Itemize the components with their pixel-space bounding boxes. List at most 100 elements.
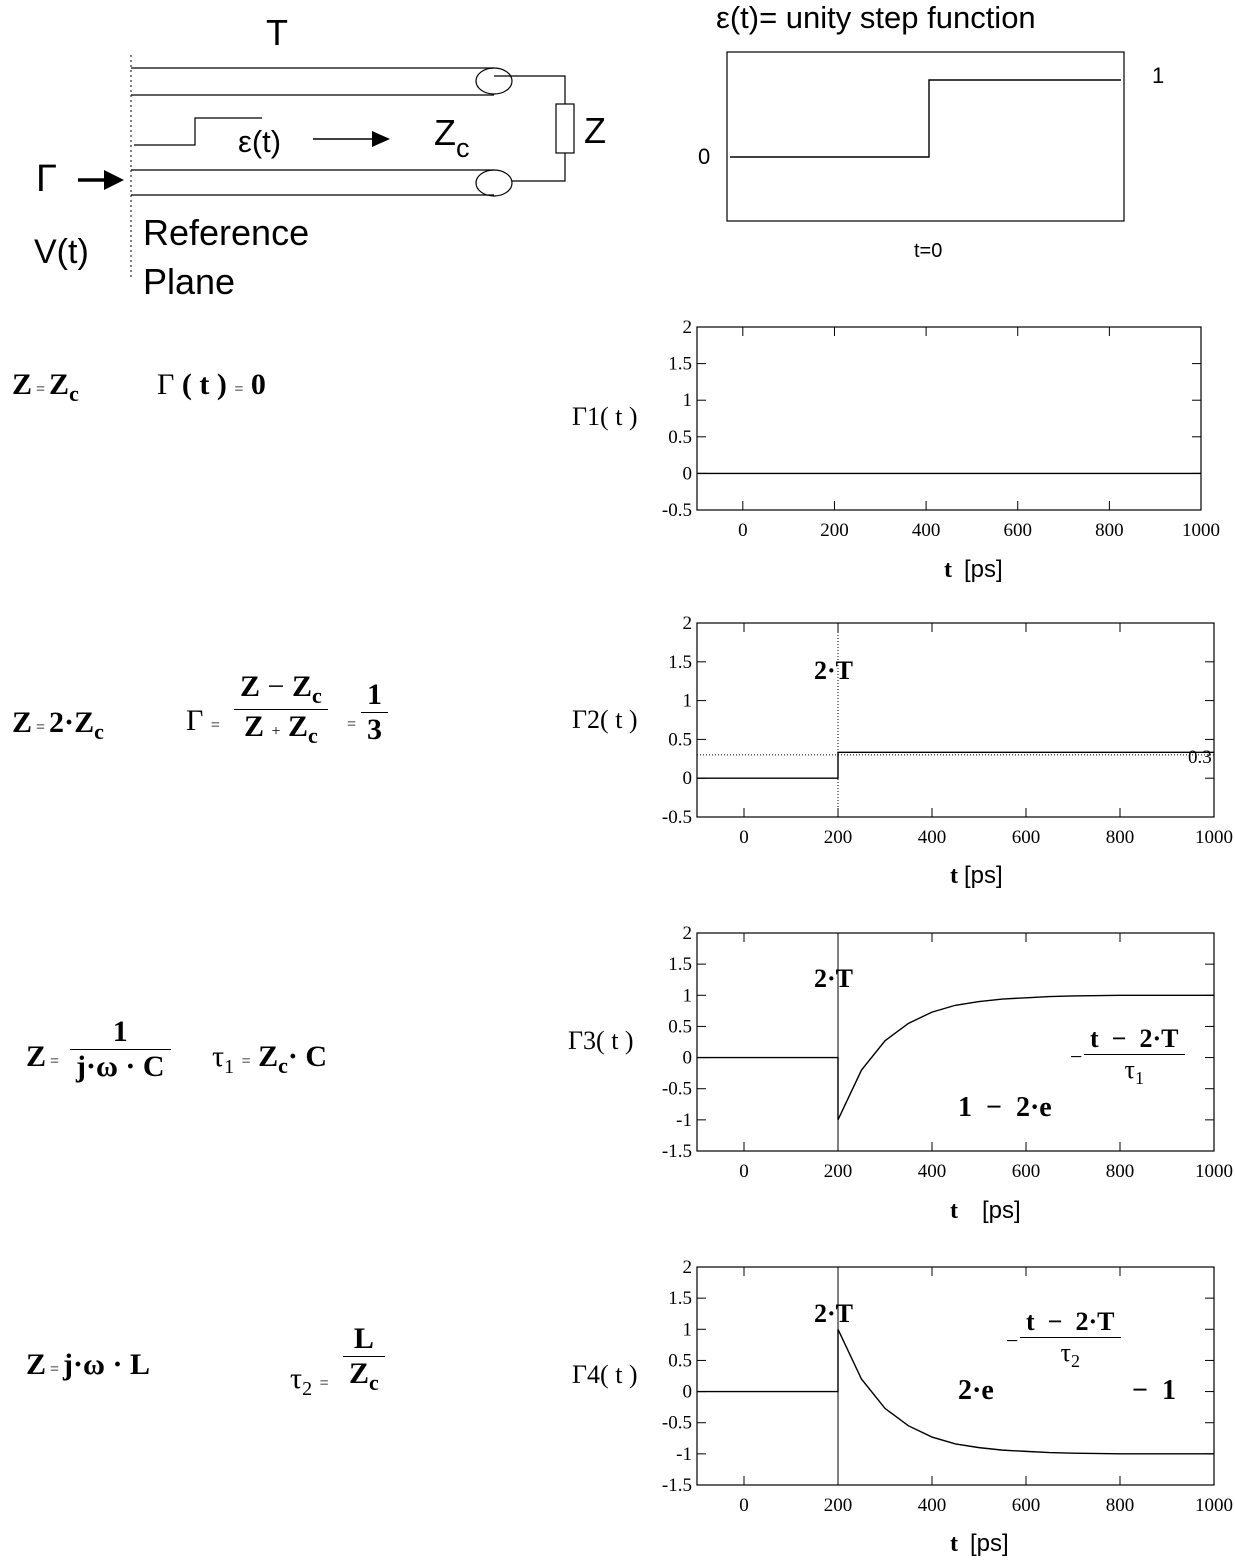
propagation-arrow-head <box>372 131 390 147</box>
chart4-ytick-label-3: 0.5 <box>668 1350 692 1371</box>
chart3-xtick-label-4: 800 <box>1106 1161 1135 1182</box>
chart3-marker-label: 2·T <box>814 964 854 993</box>
chart3-xlabel: t [ps] <box>950 1197 1021 1224</box>
chart2-ytick-label-4: 0 <box>683 768 693 789</box>
chart4-expression-sign: − <box>1006 1328 1019 1353</box>
formula-matched-gamma: Γ ( t ) = 0 <box>157 368 266 401</box>
gamma-arrow-head <box>104 170 124 190</box>
chart1-ytick-label-4: 0 <box>683 463 693 484</box>
subscript-c: c <box>456 133 470 163</box>
chart1-ytick-label-0: 2 <box>683 317 693 338</box>
chart2-ytick-label-3: 0.5 <box>668 729 692 750</box>
formula-inductive-tau: τ2 = <box>290 1362 329 1400</box>
formula-matched-load: Z = Zc <box>12 368 79 406</box>
chart4-ytick-label-0: 2 <box>683 1257 693 1278</box>
voltage-label: V(t) <box>34 233 89 271</box>
chart1-xtick-label-2: 400 <box>912 520 941 541</box>
chart2-xtick-label-4: 800 <box>1106 827 1135 848</box>
chart3-expression-main: 1 − 2·e <box>958 1092 1052 1123</box>
chart3-expression-exponent: t − 2·T τ1 <box>1084 1024 1185 1089</box>
gamma-label: Γ <box>36 158 57 200</box>
chart3-ytick-label-3: 0.5 <box>668 1016 692 1037</box>
chart4-xtick-label-2: 400 <box>918 1495 947 1516</box>
chart4-ytick-label-4: 0 <box>683 1382 693 1403</box>
chart4-xlabel: t [ps] <box>950 1530 1009 1557</box>
chart1-xtick-label-1: 200 <box>820 520 849 541</box>
chart4-expression-exponent: t − 2·T τ2 <box>1020 1307 1121 1372</box>
chart4-frame <box>696 1266 1215 1486</box>
chart2-series-line-0 <box>697 751 1214 779</box>
chart1-ytick-label-1: 1.5 <box>668 354 692 375</box>
formula-double-value-fraction: 1 3 <box>361 678 388 747</box>
chart3-ytick-label-7: -1.5 <box>662 1141 692 1162</box>
formula-double-equals: = <box>347 716 357 733</box>
step-label: ε(t) <box>238 124 282 159</box>
chart1-ytick-label-2: 1 <box>683 390 693 411</box>
chart4-expression-tail: − 1 <box>1132 1375 1176 1406</box>
chart4-xtick-label-0: 0 <box>739 1495 749 1516</box>
chart1-xlabel: t [ps] <box>944 556 1003 583</box>
formula-double-gamma-fraction: Z − Zc Z + Zc <box>234 670 328 749</box>
chart3-expression-sign: − <box>1070 1044 1083 1069</box>
formula-capacitive-lhs: Z = <box>26 1040 60 1073</box>
chart3-xtick-label-3: 600 <box>1012 1161 1041 1182</box>
formula-capacitive-fraction: 1 j·ω · C <box>70 1015 171 1084</box>
formula-inductive-fraction: L Zc <box>343 1322 385 1396</box>
chart3-xtick-label-1: 200 <box>824 1161 853 1182</box>
chart1-ylabel: Γ1( t ) <box>572 402 638 431</box>
step-panel-title: ε(t)= unity step function <box>716 0 1036 35</box>
chart4-xtick-label-4: 800 <box>1106 1495 1135 1516</box>
chart2-frame <box>696 622 1215 818</box>
load-impedance-label: Z <box>584 110 606 151</box>
chart3-ytick-label-1: 1.5 <box>668 954 692 975</box>
step-panel-frame <box>726 51 1125 222</box>
step-low-level-label: 0 <box>698 144 711 169</box>
chart2-xtick-label-3: 600 <box>1012 827 1041 848</box>
chart3-xtick-label-2: 400 <box>918 1161 947 1182</box>
chart1-ytick-label-5: -0.5 <box>662 500 692 521</box>
chart3-ylabel: Γ3( t ) <box>568 1026 634 1055</box>
chart3-ytick-label-0: 2 <box>683 923 693 944</box>
chart4-series-line-0 <box>697 1328 1214 1455</box>
top-conductor-end <box>475 67 513 95</box>
load-wire-return <box>512 153 566 182</box>
chart2-marker-label: 2·T <box>814 656 854 685</box>
chart1-ytick-label-3: 0.5 <box>668 427 692 448</box>
chart2-ytick-label-2: 1 <box>683 691 693 712</box>
formula-inductive-lhs: Z = j·ω · L <box>26 1348 150 1381</box>
chart2-xtick-label-1: 200 <box>824 827 853 848</box>
chart4-ytick-label-6: -1 <box>676 1444 692 1465</box>
chart1-frame <box>696 326 1202 511</box>
chart4-ytick-label-2: 1 <box>683 1319 693 1340</box>
chart4-marker-label: 2·T <box>814 1299 854 1328</box>
chart1-xtick-label-5: 1000 <box>1182 520 1220 541</box>
formula-double-load: Z = 2·Zc <box>12 706 104 744</box>
step-high-level-label: 1 <box>1152 63 1165 88</box>
chart3-ytick-label-4: 0 <box>683 1048 693 1069</box>
chart1-xtick-label-0: 0 <box>738 520 748 541</box>
load-wire <box>494 75 566 104</box>
chart4-ylabel: Γ4( t ) <box>572 1360 638 1389</box>
chart2-ytick-label-0: 2 <box>683 613 693 634</box>
formula-capacitive-tau: τ1 = Zc· C <box>212 1040 328 1078</box>
chart4-xtick-label-1: 200 <box>824 1495 853 1516</box>
chart2-xtick-label-5: 1000 <box>1195 827 1233 848</box>
reference-plane-label-line2: Plane <box>143 261 236 302</box>
chart2-hline-label: 0.3 <box>1188 747 1212 768</box>
chart4-expression-main: 2·e <box>958 1375 994 1406</box>
chart2-xtick-label-0: 0 <box>739 827 749 848</box>
chart1-xtick-label-4: 800 <box>1095 520 1124 541</box>
formula-double-gamma-symbol: Γ = <box>186 704 220 737</box>
chart3-ytick-label-6: -1 <box>676 1110 692 1131</box>
characteristic-impedance-label: Zc <box>434 112 470 163</box>
chart2-xlabel: t [ps] <box>950 862 1003 889</box>
transit-time-label: T <box>266 12 288 53</box>
chart2-xtick-label-2: 400 <box>918 827 947 848</box>
chart4-ytick-label-5: -0.5 <box>662 1413 692 1434</box>
chart3-xtick-label-0: 0 <box>739 1161 749 1182</box>
